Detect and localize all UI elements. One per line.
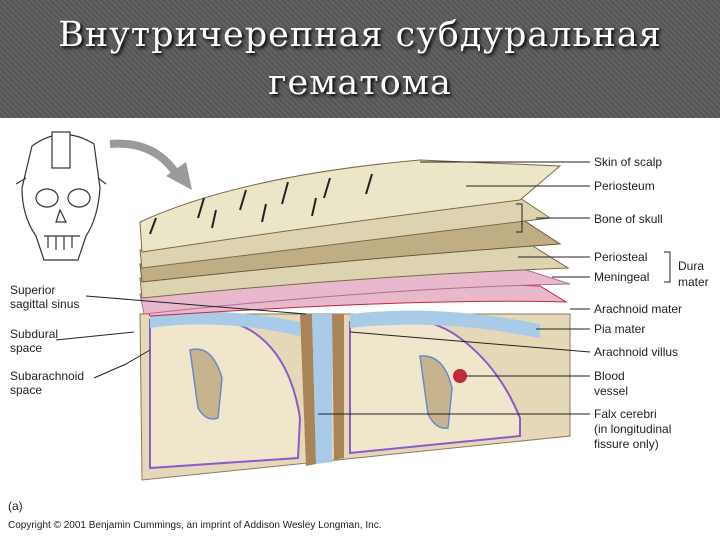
blood-vessel-dot: [453, 369, 467, 383]
slide-title-line-2: гематома: [268, 59, 452, 107]
label-blood-vessel-2: vessel: [594, 384, 628, 398]
label-pia-mater: Pia mater: [594, 322, 645, 336]
label-subdural-space-2: space: [10, 341, 42, 355]
brain-block: [140, 311, 570, 480]
label-bone-of-skull: Bone of skull: [594, 212, 663, 226]
label-dura-1: Dura: [678, 259, 704, 273]
copyright-text: Copyright © 2001 Benjamin Cummings, an i…: [8, 520, 381, 531]
label-falx-cerebri-3: fissure only): [594, 437, 659, 451]
label-dura-2: mater: [678, 275, 709, 289]
label-arachnoid-villus: Arachnoid villus: [594, 345, 678, 359]
label-subdural-space-1: Subdural: [10, 327, 58, 341]
label-superior-sagittal-sinus-1: Superior: [10, 283, 55, 297]
figure-label: (a): [8, 499, 23, 513]
label-subarachnoid-space-1: Subarachnoid: [10, 369, 84, 383]
label-superior-sagittal-sinus-2: sagittal sinus: [10, 297, 79, 311]
label-skin-of-scalp: Skin of scalp: [594, 155, 662, 169]
title-bar: Внутричерепная субдуральная гематома: [0, 0, 720, 118]
label-subarachnoid-space-2: space: [10, 383, 42, 397]
label-meningeal: Meningeal: [594, 270, 649, 284]
skull-thumbnail: [16, 132, 106, 260]
label-blood-vessel-1: Blood: [594, 369, 625, 383]
label-periosteum: Periosteum: [594, 179, 655, 193]
slide-title-line-1: Внутричерепная субдуральная: [58, 11, 662, 59]
label-falx-cerebri-1: Falx cerebri: [594, 407, 657, 421]
label-periosteal: Periosteal: [594, 250, 647, 264]
label-falx-cerebri-2: (in longitudinal: [594, 422, 671, 436]
label-arachnoid-mater: Arachnoid mater: [594, 302, 682, 316]
meninges-diagram: Superior sagittal sinus Subdural space S…: [0, 118, 720, 540]
